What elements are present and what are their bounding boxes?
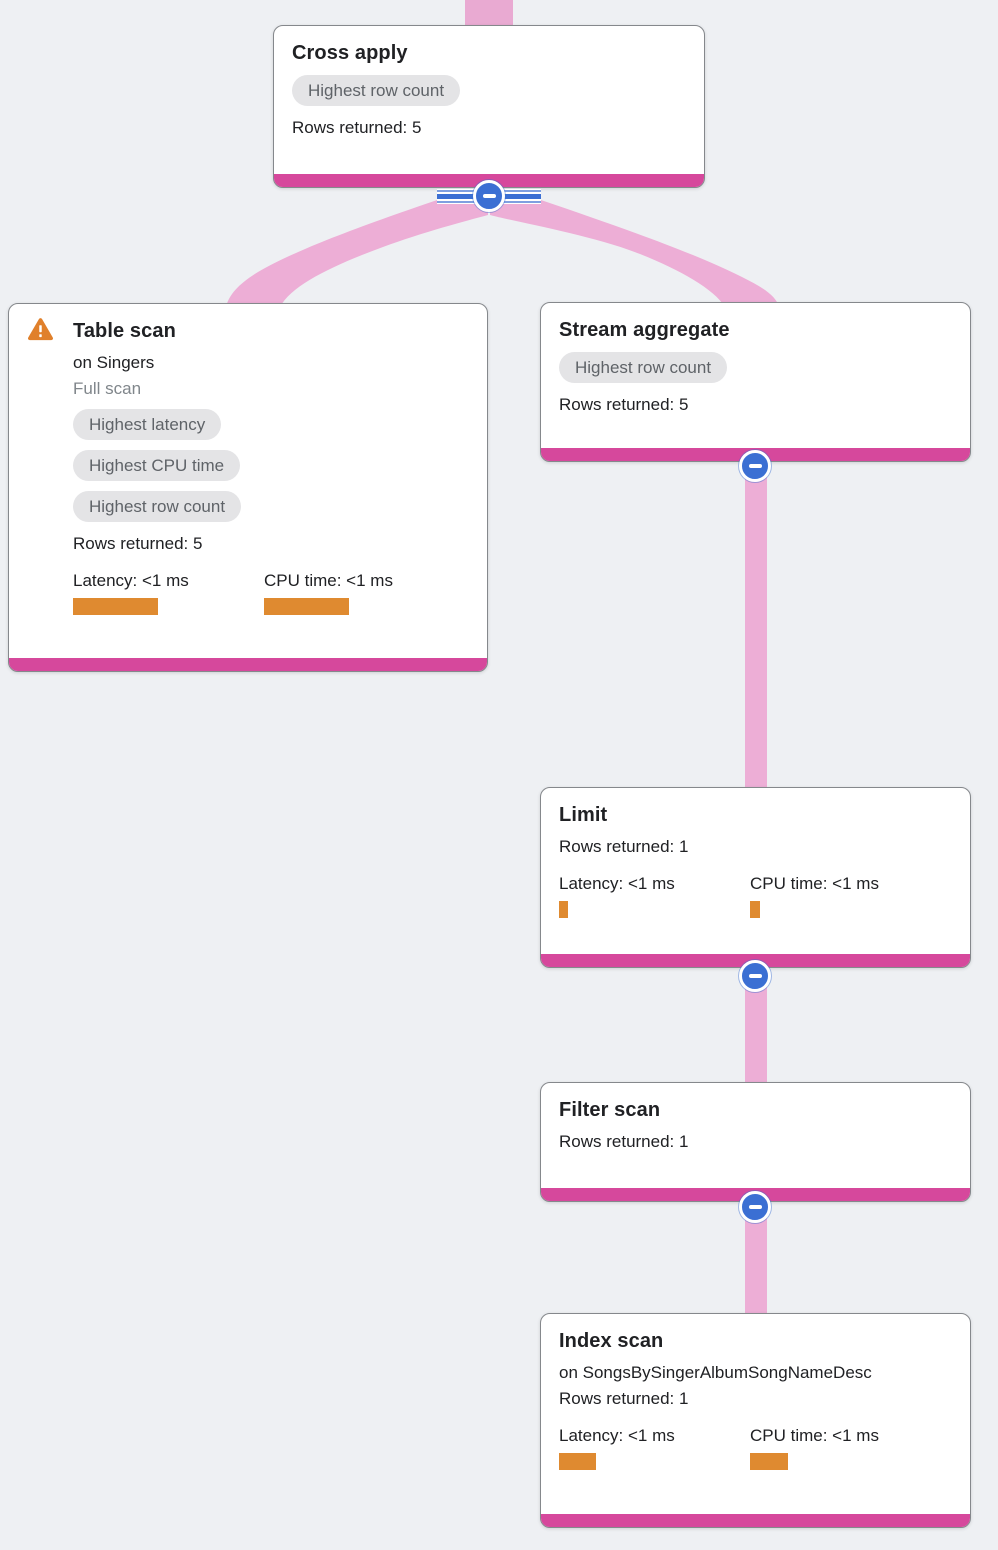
collapse-button-stream-aggregate[interactable] bbox=[739, 450, 771, 482]
node-subtitle: on SongsBySingerAlbumSongNameDesc bbox=[559, 1363, 872, 1382]
cpu-time-label: CPU time: <1 ms bbox=[264, 571, 393, 590]
edge-top-stub bbox=[465, 0, 513, 27]
node-note: Full scan bbox=[73, 379, 142, 398]
badge-highest-row-count: Highest row count bbox=[73, 491, 242, 522]
cpu-time-bar bbox=[750, 901, 760, 918]
latency-label: Latency: <1 ms bbox=[73, 571, 189, 590]
latency-metric: Latency: <1 ms bbox=[559, 872, 750, 918]
node-index-scan[interactable]: Index scan on SongsBySingerAlbumSongName… bbox=[540, 1313, 971, 1528]
latency-bar bbox=[73, 598, 158, 615]
minus-icon bbox=[748, 974, 762, 978]
node-filter-scan[interactable]: Filter scan Rows returned: 1 bbox=[540, 1082, 971, 1202]
cpu-time-label: CPU time: <1 ms bbox=[750, 1426, 879, 1445]
node-footer-bar bbox=[541, 1514, 970, 1527]
minus-icon bbox=[748, 464, 762, 468]
node-title: Index scan bbox=[559, 1330, 664, 1352]
node-limit[interactable]: Limit Rows returned: 1 Latency: <1 ms CP… bbox=[540, 787, 971, 968]
node-subtitle: on Singers bbox=[73, 353, 155, 372]
latency-metric: Latency: <1 ms bbox=[73, 569, 264, 615]
latency-bar bbox=[559, 901, 568, 918]
metrics-row: Latency: <1 ms CPU time: <1 ms bbox=[559, 1424, 952, 1470]
latency-bar bbox=[559, 1453, 596, 1470]
cpu-time-metric: CPU time: <1 ms bbox=[750, 872, 941, 918]
node-stream-aggregate[interactable]: Stream aggregate Highest row count Rows … bbox=[540, 302, 971, 462]
collapse-button-limit[interactable] bbox=[739, 960, 771, 992]
cpu-time-bar bbox=[264, 598, 349, 615]
minus-icon bbox=[748, 1205, 762, 1209]
rows-returned: Rows returned: 5 bbox=[559, 395, 689, 414]
rows-returned: Rows returned: 1 bbox=[559, 1389, 689, 1408]
node-title: Cross apply bbox=[292, 42, 408, 64]
badge-highest-latency: Highest latency bbox=[73, 409, 222, 440]
node-title: Table scan bbox=[73, 320, 176, 342]
edge-stream-aggregate-to-limit bbox=[745, 455, 767, 795]
node-title: Filter scan bbox=[559, 1099, 661, 1121]
badge-highest-row-count: Highest row count bbox=[559, 352, 728, 383]
warning-icon bbox=[27, 317, 54, 342]
node-table-scan[interactable]: Table scan on Singers Full scan Highest … bbox=[8, 303, 488, 672]
cpu-time-metric: CPU time: <1 ms bbox=[750, 1424, 941, 1470]
metrics-row: Latency: <1 ms CPU time: <1 ms bbox=[73, 569, 469, 615]
collapse-button-cross-apply[interactable] bbox=[473, 180, 505, 212]
edge-cross-apply-to-stream-aggregate bbox=[490, 199, 779, 307]
badge-highest-cpu-time: Highest CPU time bbox=[73, 450, 241, 481]
badge-highest-row-count: Highest row count bbox=[292, 75, 461, 106]
node-footer-bar bbox=[9, 658, 487, 671]
cpu-time-label: CPU time: <1 ms bbox=[750, 874, 879, 893]
node-title: Limit bbox=[559, 804, 608, 826]
collapse-button-filter-scan[interactable] bbox=[739, 1191, 771, 1223]
minus-icon bbox=[482, 194, 496, 198]
latency-label: Latency: <1 ms bbox=[559, 1426, 675, 1445]
badge-stack: Highest latency Highest CPU time Highest… bbox=[73, 409, 469, 522]
node-cross-apply[interactable]: Cross apply Highest row count Rows retur… bbox=[273, 25, 705, 188]
latency-label: Latency: <1 ms bbox=[559, 874, 675, 893]
rows-returned: Rows returned: 1 bbox=[559, 1132, 689, 1151]
cpu-time-metric: CPU time: <1 ms bbox=[264, 569, 455, 615]
cpu-time-bar bbox=[750, 1453, 788, 1470]
metrics-row: Latency: <1 ms CPU time: <1 ms bbox=[559, 872, 952, 918]
node-title: Stream aggregate bbox=[559, 319, 730, 341]
rows-returned: Rows returned: 1 bbox=[559, 837, 689, 856]
rows-returned: Rows returned: 5 bbox=[73, 534, 203, 553]
rows-returned: Rows returned: 5 bbox=[292, 118, 422, 137]
edge-cross-apply-to-table-scan bbox=[226, 199, 488, 307]
latency-metric: Latency: <1 ms bbox=[559, 1424, 750, 1470]
